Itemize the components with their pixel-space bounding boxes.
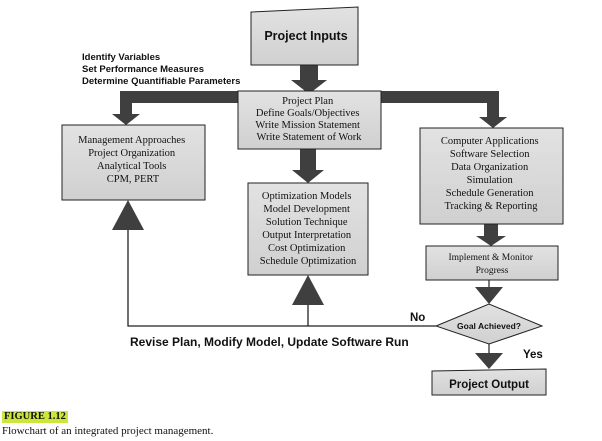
arrow-inputs-to-plan <box>291 65 327 94</box>
management-line-1: Management Approaches <box>78 135 185 146</box>
identify-line-2: Set Performance Measures <box>82 64 204 75</box>
arrow-implement-to-goal <box>475 287 503 304</box>
feedback-loop-line <box>127 230 436 327</box>
project-output-label: Project Output <box>449 379 529 391</box>
arrow-plan-to-computer <box>479 91 507 128</box>
project-inputs-label: Project Inputs <box>264 29 347 43</box>
connector-plan-right <box>381 91 499 103</box>
figure-caption: Flowchart of an integrated project manag… <box>2 425 214 437</box>
project-output-box <box>431 368 547 396</box>
optimization-line-6: Schedule Optimization <box>260 256 357 267</box>
arrow-goal-to-output <box>475 353 503 369</box>
management-text: Management Approaches Project Organizati… <box>78 135 188 185</box>
computer-line-1: Computer Applications <box>441 136 539 147</box>
optimization-line-3: Solution Technique <box>266 217 348 228</box>
optimization-line-4: Output Interpretation <box>262 230 352 241</box>
computer-applications-text: Computer Applications Software Selection… <box>441 136 541 212</box>
connector-plan-left <box>120 91 238 103</box>
management-box <box>61 124 206 201</box>
revise-plan-text: Revise Plan, Modify Model, Update Softwa… <box>130 335 409 349</box>
implement-line-2: Progress <box>476 266 509 276</box>
goal-achieved-label: Goal Achieved? <box>457 321 521 331</box>
computer-applications-box <box>419 127 564 225</box>
feedback-arrow-optimization <box>292 275 324 305</box>
implement-monitor-box <box>425 245 559 281</box>
identify-line-3: Determine Quantifiable Parameters <box>82 76 240 87</box>
goal-achieved-diamond <box>434 303 544 345</box>
optimization-box <box>247 182 369 276</box>
optimization-line-5: Cost Optimization <box>268 243 346 254</box>
project-plan-text: Project Plan Define Goals/Objectives Wri… <box>255 96 362 143</box>
computer-line-6: Tracking & Reporting <box>445 201 539 212</box>
management-line-4: CPM, PERT <box>107 174 160 185</box>
management-line-2: Project Organization <box>88 148 176 159</box>
computer-line-2: Software Selection <box>450 149 530 160</box>
computer-line-4: Simulation <box>467 175 514 186</box>
plan-line-1: Project Plan <box>282 96 334 107</box>
no-label: No <box>410 312 425 324</box>
identify-variables-text: Identify Variables Set Performance Measu… <box>82 52 240 87</box>
management-line-3: Analytical Tools <box>97 161 166 172</box>
project-plan-box <box>237 90 382 150</box>
computer-line-3: Data Organization <box>451 162 529 173</box>
figure-label: FIGURE 1.12 <box>2 411 68 423</box>
optimization-text: Optimization Models Model Development So… <box>260 191 357 267</box>
flowchart-diagram: Project Inputs Identify Variables Set Pe… <box>61 6 564 396</box>
plan-line-4: Write Statement of Work <box>257 132 363 143</box>
yes-label: Yes <box>523 349 543 361</box>
plan-line-3: Write Mission Statement <box>255 120 360 131</box>
implement-text: Implement & Monitor Progress <box>448 252 535 276</box>
project-inputs-box <box>250 6 359 66</box>
arrow-plan-to-optimization <box>292 149 324 183</box>
arrow-plan-to-management <box>112 91 140 125</box>
arrow-computer-to-implement <box>476 224 506 246</box>
optimization-line-1: Optimization Models <box>262 191 352 202</box>
implement-line-1: Implement & Monitor <box>448 253 533 263</box>
optimization-line-2: Model Development <box>263 204 350 215</box>
computer-line-5: Schedule Generation <box>446 188 535 199</box>
identify-line-1: Identify Variables <box>82 52 160 63</box>
feedback-arrow-management <box>112 200 144 230</box>
plan-line-2: Define Goals/Objectives <box>256 108 360 119</box>
